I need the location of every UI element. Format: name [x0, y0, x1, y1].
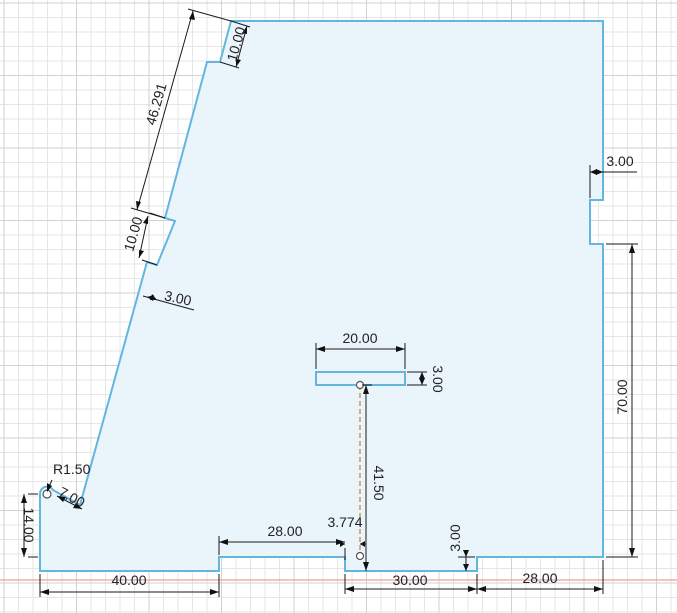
dim-construction-height-label: 41.50: [371, 465, 387, 500]
dim-bottom-right-width-label: 28.00: [522, 570, 557, 586]
dim-bottom-left-width[interactable]: 40.00: [39, 572, 220, 597]
dim-radius-label: R1.50: [53, 461, 91, 477]
dim-right-height[interactable]: 70.00: [606, 243, 638, 558]
dim-slope-tab-depth-label: 3.00: [163, 287, 193, 308]
dim-slot-width[interactable]: 20.00: [315, 330, 406, 369]
dim-slot-width-label: 20.00: [342, 330, 377, 346]
dim-notch-offset-label: 28.00: [267, 523, 302, 539]
dim-bottom-right-width[interactable]: 28.00: [477, 560, 604, 594]
dim-bottom-mid-width-label: 30.00: [392, 572, 427, 588]
dim-construction-offset[interactable]: 3.774: [327, 514, 366, 560]
dim-bottom-step[interactable]: 3.00: [447, 524, 475, 571]
dim-left-height[interactable]: 14.00: [21, 493, 38, 558]
dim-right-notch-label: 3.00: [606, 153, 633, 169]
dim-slot-height-label: 3.00: [430, 365, 446, 392]
dim-bottom-left-width-label: 40.00: [111, 572, 146, 588]
dim-slot-height[interactable]: 3.00: [407, 365, 446, 393]
dim-notch-offset[interactable]: 28.00: [218, 523, 345, 555]
dim-slope-tab-depth[interactable]: 3.00: [142, 287, 195, 311]
dim-right-height-label: 70.00: [614, 379, 630, 414]
dim-left-height-label: 14.00: [21, 507, 37, 542]
dim-bottom-step-label: 3.00: [447, 524, 463, 551]
dim-right-notch[interactable]: 3.00: [589, 153, 637, 198]
dim-construction-offset-label: 3.774: [327, 514, 362, 530]
dim-slope-length-label: 46.291: [142, 81, 169, 127]
sketch-profile[interactable]: [39, 20, 604, 572]
construction-point-bottom[interactable]: [355, 551, 365, 561]
dim-construction-height[interactable]: 41.50: [362, 384, 387, 571]
dim-bottom-mid-width[interactable]: 30.00: [344, 572, 478, 594]
